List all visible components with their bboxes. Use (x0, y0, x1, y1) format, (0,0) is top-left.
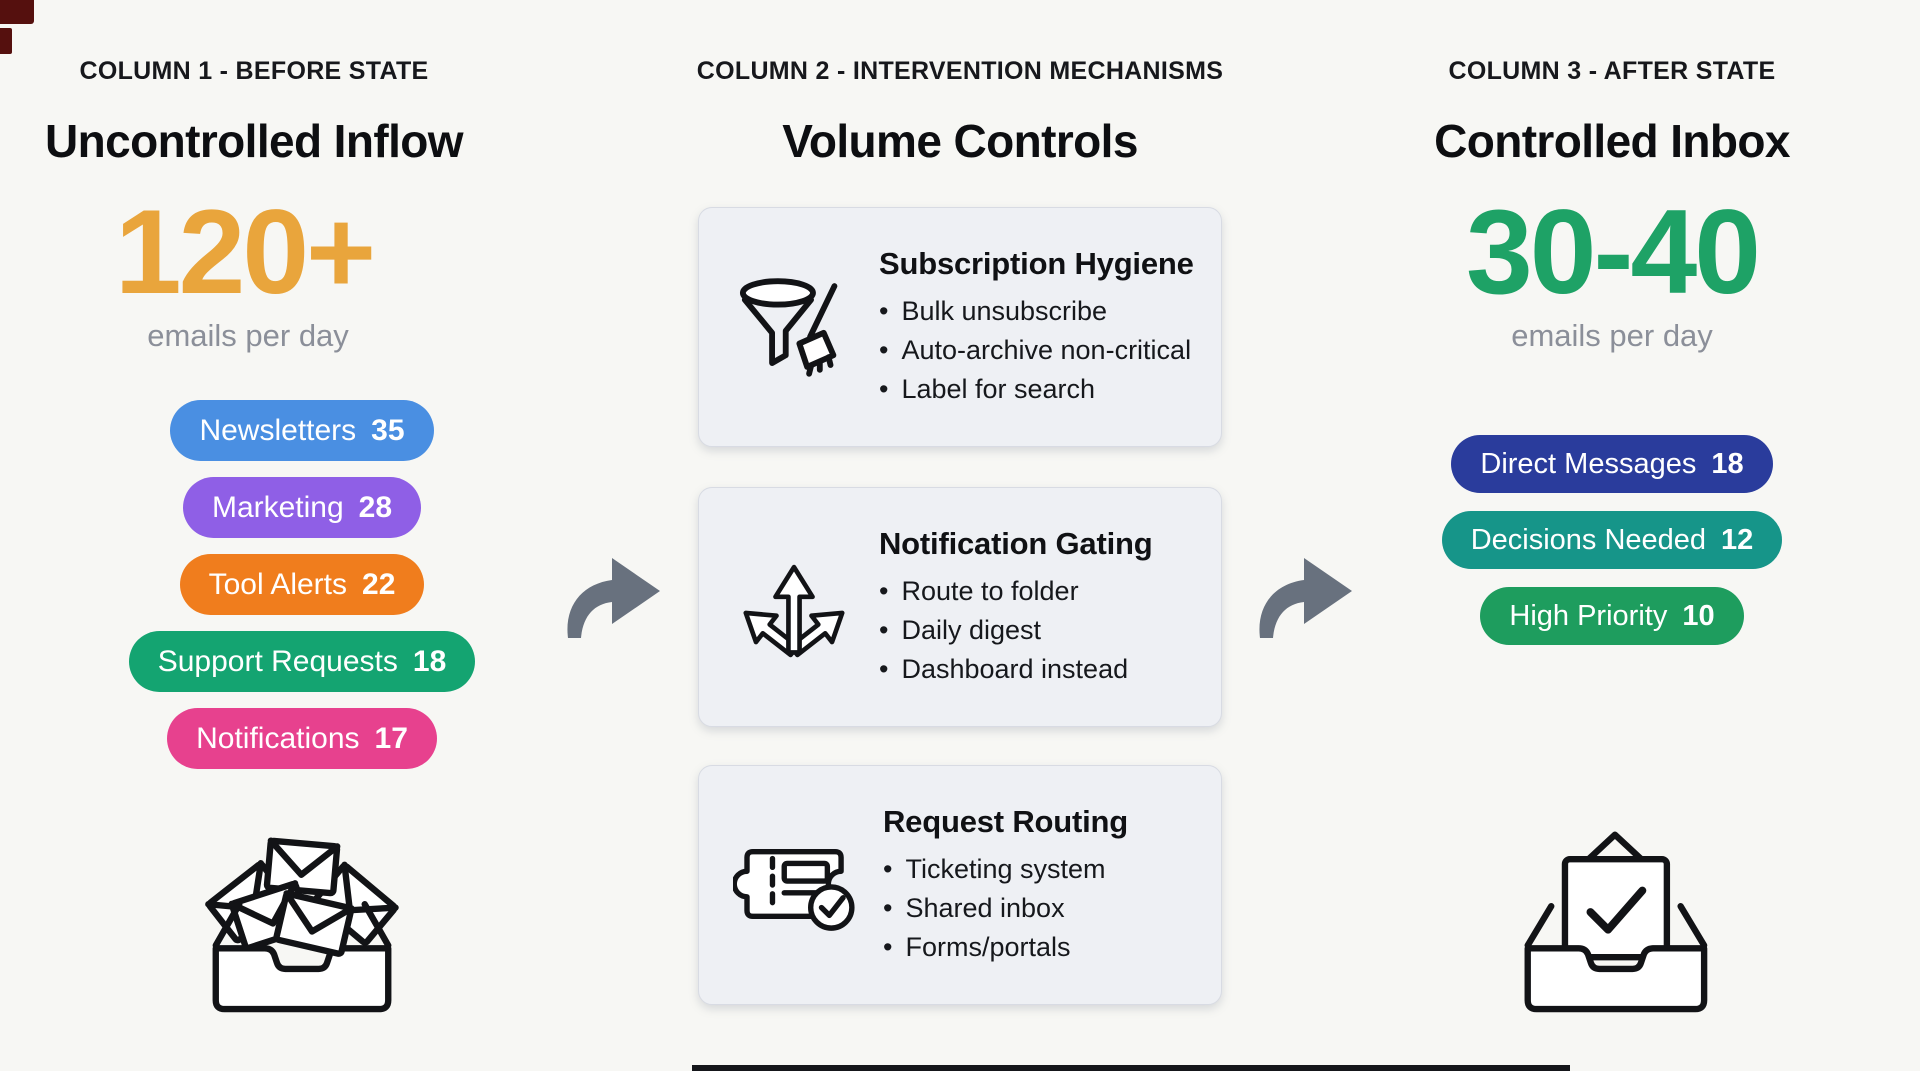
card-bullet: Auto-archive non-critical (879, 331, 1194, 370)
overflowing-inbox-icon (194, 818, 410, 1019)
card-title: Subscription Hygiene (879, 245, 1194, 281)
corner-artifact-small (0, 28, 12, 54)
column1-title: Uncontrolled Inflow (45, 115, 464, 167)
flow-arrow-icon (1248, 546, 1360, 642)
pill-decisions-needed: Decisions Needed 12 (1441, 511, 1783, 569)
before-category-pills: Newsletters 35 Marketing 28 Tool Alerts … (62, 400, 542, 769)
card-bullet: Forms/portals (883, 928, 1128, 967)
pill-count: 12 (1721, 523, 1754, 556)
ticket-check-icon (733, 836, 859, 934)
pill-label: Direct Messages (1480, 447, 1697, 480)
pill-tool-alerts: Tool Alerts 22 (179, 554, 425, 615)
card-bullet: Ticketing system (883, 850, 1128, 889)
column3-metric-value: 30-40 (1466, 185, 1761, 319)
pill-count: 22 (362, 567, 396, 601)
card-bullet: Dashboard instead (879, 650, 1152, 689)
pill-marketing: Marketing 28 (182, 477, 422, 538)
after-category-pills: Direct Messages 18 Decisions Needed 12 H… (1372, 435, 1852, 645)
inbox-check-icon (1504, 818, 1720, 1019)
pill-label: Tool Alerts (208, 567, 348, 601)
pill-label: Newsletters (199, 413, 357, 447)
pill-high-priority: High Priority 10 (1480, 587, 1744, 645)
column1-metric-value: 120+ (114, 185, 376, 319)
corner-artifact (0, 0, 34, 24)
pill-label: Notifications (196, 721, 360, 755)
pill-notifications: Notifications 17 (167, 708, 437, 769)
card-bullet: Bulk unsubscribe (879, 292, 1194, 331)
pill-label: Marketing (211, 490, 344, 524)
column3-header: COLUMN 3 - AFTER STATE (1448, 57, 1776, 85)
column3-title: Controlled Inbox (1434, 115, 1790, 167)
card-bullet: Route to folder (879, 572, 1152, 611)
card-subscription-hygiene: Subscription Hygiene Bulk unsubscribe Au… (698, 207, 1222, 447)
card-title: Notification Gating (879, 525, 1153, 561)
pill-count: 28 (358, 490, 393, 524)
pill-count: 35 (371, 413, 405, 447)
column1-metric-caption: emails per day (147, 318, 349, 353)
bottom-edge-artifact (692, 1065, 1570, 1071)
column2-header: COLUMN 2 - INTERVENTION MECHANISMS (696, 57, 1224, 85)
card-bullet: Shared inbox (883, 889, 1128, 928)
pill-label: High Priority (1509, 599, 1668, 632)
pill-count: 10 (1682, 599, 1715, 632)
card-request-routing: Request Routing Ticketing system Shared … (698, 765, 1222, 1005)
pill-count: 18 (412, 644, 447, 678)
branch-arrows-icon (733, 556, 855, 658)
flow-arrow-icon (556, 546, 668, 642)
pill-newsletters: Newsletters 35 (170, 400, 434, 461)
column3-metric-caption: emails per day (1511, 318, 1713, 353)
card-bullet: Daily digest (879, 611, 1152, 650)
pill-label: Support Requests (157, 644, 398, 678)
card-notification-gating: Notification Gating Route to folder Dail… (698, 487, 1222, 727)
card-bullet: Label for search (879, 370, 1194, 409)
column1-header: COLUMN 1 - BEFORE STATE (79, 57, 429, 85)
column2-title: Volume Controls (782, 115, 1138, 167)
pill-count: 18 (1711, 447, 1744, 480)
pill-support-requests: Support Requests 18 (128, 631, 476, 692)
funnel-broom-icon (733, 272, 855, 382)
pill-count: 17 (374, 721, 408, 755)
card-title: Request Routing (883, 803, 1128, 839)
pill-direct-messages: Direct Messages 18 (1451, 435, 1773, 493)
pill-label: Decisions Needed (1470, 523, 1707, 556)
